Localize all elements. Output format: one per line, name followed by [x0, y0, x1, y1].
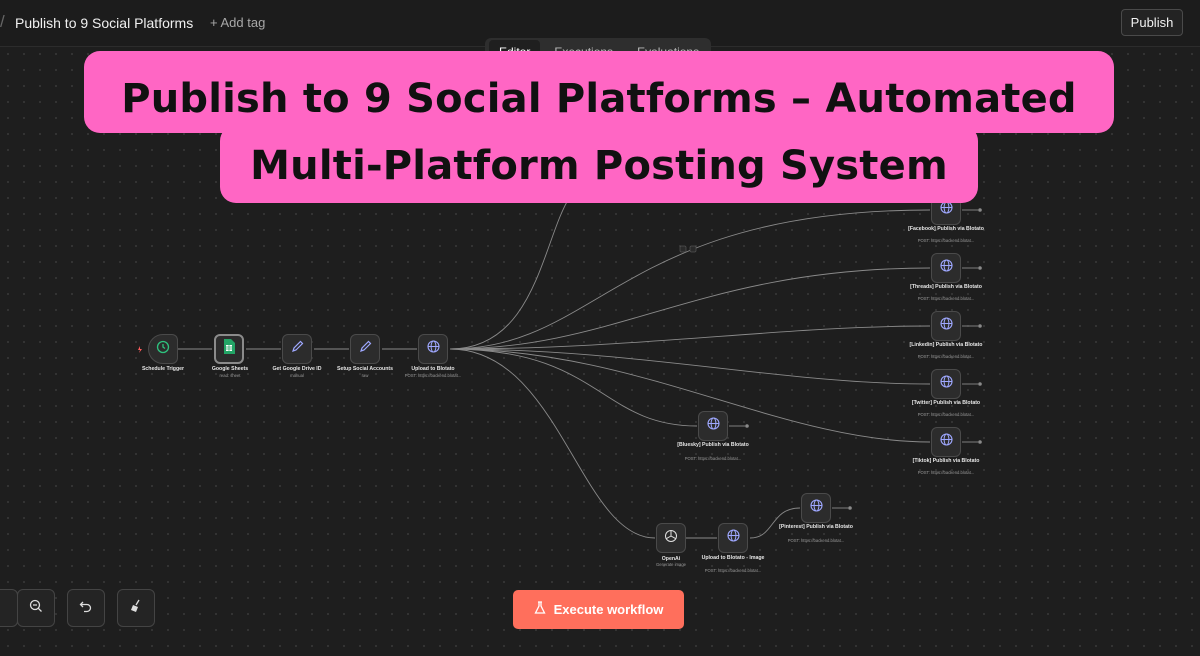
- execute-workflow-button[interactable]: Execute workflow: [513, 590, 684, 629]
- openai-label: OpenAi: [661, 556, 681, 562]
- threads-publish-label: [Threads] Publish via Blotato: [910, 284, 982, 290]
- google-sheets-sub: read: sheet: [219, 373, 241, 378]
- execute-workflow-label: Execute workflow: [553, 602, 664, 617]
- bluesky-publish-label: [Bluesky] Publish via Blotato: [677, 442, 749, 448]
- google-sheets-node[interactable]: [214, 334, 244, 364]
- undo-button[interactable]: [67, 589, 105, 627]
- linkedin-publish-sub: POST: https://backend.blotat...: [917, 354, 975, 359]
- banner-title: Publish to 9 Social Platforms – Automate…: [84, 66, 1114, 200]
- bluesky-publish-sub: POST: https://backend.blotat...: [684, 456, 742, 461]
- workflow-title[interactable]: Publish to 9 Social Platforms: [15, 15, 194, 31]
- get-drive-id-node[interactable]: [282, 334, 312, 364]
- connection-action-icons: [679, 245, 697, 253]
- clock-icon: [156, 340, 170, 359]
- threads-publish-node[interactable]: [931, 253, 961, 283]
- tiktok-publish-label: [Tiktok] Publish via Blotato: [912, 458, 980, 464]
- globe-icon: [706, 417, 720, 435]
- schedule-trigger-node[interactable]: [148, 334, 178, 364]
- banner-line-1: Publish to 9 Social Platforms – Automate…: [121, 76, 1077, 122]
- twitter-publish-label: [Twitter] Publish via Blotato: [911, 400, 981, 406]
- globe-icon: [939, 433, 953, 451]
- tiktok-publish-node[interactable]: [931, 427, 961, 457]
- upload-to-blotato-node[interactable]: [418, 334, 448, 364]
- twitter-publish-sub: POST: https://backend.blotat...: [917, 412, 975, 417]
- linkedin-publish-label: [Linkedin] Publish via Blotato: [909, 342, 983, 348]
- google-sheets-icon: [223, 339, 235, 359]
- pinterest-publish-sub: POST: https://backend.blotat...: [787, 538, 845, 543]
- get-drive-id-sub: manual: [290, 373, 304, 378]
- broom-icon: [129, 599, 143, 618]
- flask-icon: [534, 601, 546, 618]
- add-tag-button[interactable]: + Add tag: [210, 15, 266, 30]
- upload-image-sub: POST: https://backend.blotat...: [704, 568, 762, 573]
- fit-view-button[interactable]: [0, 589, 18, 627]
- breadcrumb-separator: /: [0, 12, 5, 31]
- schedule-trigger-label: Schedule Trigger: [141, 366, 185, 372]
- globe-icon: [726, 529, 740, 547]
- pinterest-publish-node[interactable]: [801, 493, 831, 523]
- tiktok-publish-sub: POST: https://backend.blotat...: [917, 470, 975, 475]
- pinterest-publish-label: [Pinterest] Publish via Blotato: [779, 524, 853, 530]
- google-sheets-label: Google Sheets: [211, 366, 249, 372]
- threads-publish-sub: POST: https://backend.blotat...: [917, 296, 975, 301]
- title-banner: [84, 51, 1114, 133]
- globe-icon: [939, 259, 953, 277]
- globe-icon: [809, 499, 823, 517]
- setup-social-accounts-label: Setup Social Accounts: [336, 366, 394, 372]
- setup-social-accounts-node[interactable]: [350, 334, 380, 364]
- globe-icon: [939, 201, 953, 219]
- bluesky-publish-node[interactable]: [698, 411, 728, 441]
- upload-to-blotato-label: Upload to Blotato: [411, 366, 455, 372]
- openai-sub: Generate image: [655, 562, 687, 567]
- zoom-out-button[interactable]: [17, 589, 55, 627]
- setup-social-accounts-sub: raw: [361, 373, 369, 378]
- pencil-icon: [359, 340, 372, 358]
- undo-icon: [79, 599, 93, 618]
- title-banner-lower: [220, 125, 978, 203]
- publish-button[interactable]: Publish: [1121, 9, 1183, 36]
- linkedin-publish-node[interactable]: [931, 311, 961, 341]
- globe-icon: [426, 340, 440, 358]
- pencil-icon: [291, 340, 304, 358]
- facebook-publish-label: [Facebook] Publish via Blotato: [908, 226, 984, 232]
- facebook-publish-sub: POST: https://backend.blotat...: [917, 238, 975, 243]
- twitter-publish-node[interactable]: [931, 369, 961, 399]
- tidy-up-button[interactable]: [117, 589, 155, 627]
- zoom-out-icon: [29, 599, 43, 618]
- openai-icon: [664, 529, 678, 548]
- openai-node[interactable]: [656, 523, 686, 553]
- trigger-bolt-icon: [138, 346, 142, 353]
- globe-icon: [939, 317, 953, 335]
- upload-to-blotato-sub: POST: https://backend.blotat...: [404, 373, 462, 378]
- globe-icon: [939, 375, 953, 393]
- upload-image-node[interactable]: [718, 523, 748, 553]
- banner-line-2: Multi-Platform Posting System: [250, 143, 948, 189]
- upload-image-label: Upload to Blotato - Image: [701, 555, 765, 561]
- get-drive-id-label: Get Google Drive ID: [272, 366, 322, 372]
